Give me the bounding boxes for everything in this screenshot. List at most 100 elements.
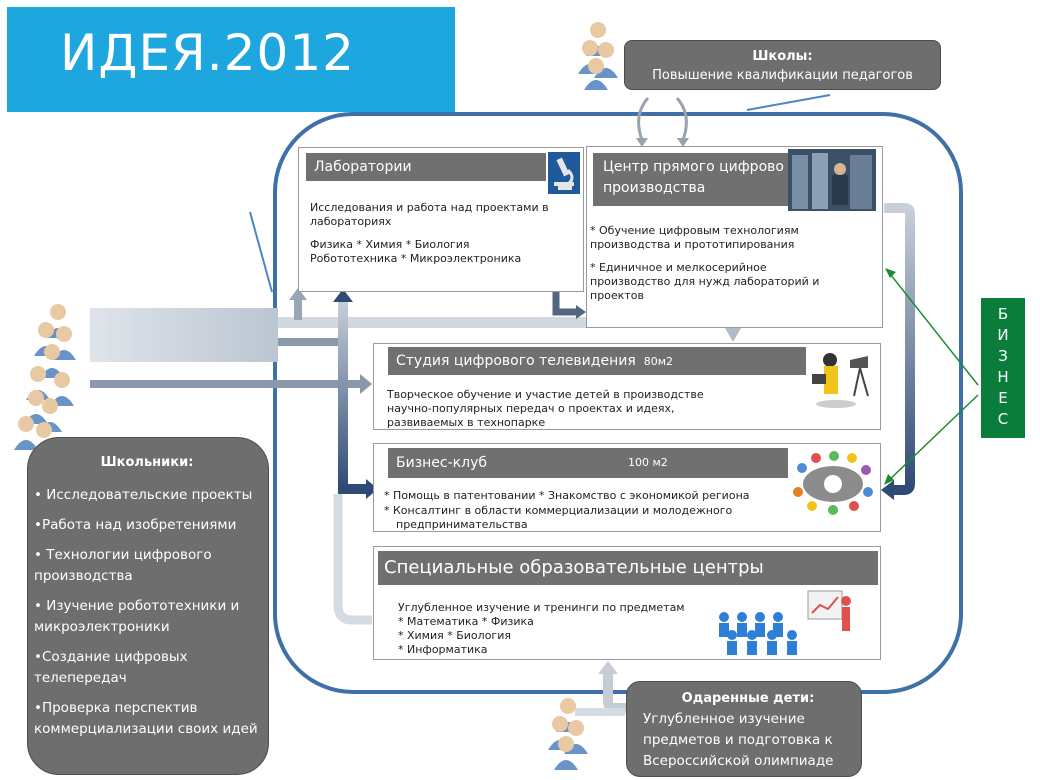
labs-box: Лаборатории Исследования и работа над пр… [298,147,584,292]
labs-subjects-line: Робототехника * Микроэлектроника [310,252,522,265]
business-letter: Н [997,368,1009,386]
club-item-line: предпринимательства [396,518,528,531]
curve-arrow-head [636,138,648,147]
students-item: •Работа над изобретениями [34,517,237,533]
business-link-head [885,268,896,278]
flow-line [338,300,348,490]
schools-callout: Школы: Повышение квалификации педагогов [624,40,941,90]
digital-production-box: Центр прямого цифрово производства * Обу… [586,146,883,328]
studio-title: Студия цифрового телевидения [396,353,636,369]
center-header-line: Центр прямого цифрово [603,159,784,175]
special-subjects-line: * Химия * Биология [398,629,511,642]
business-letter: Е [998,389,1008,407]
flow-line [884,203,915,495]
special-subjects-line: * Математика * Физика [398,615,534,628]
club-item-line: * Консалтинг в области коммерциализации … [384,504,733,517]
center-header-line: производства [603,180,706,196]
training-group-icon [712,587,858,657]
students-header: Школьники: [100,455,194,470]
flow-arrowhead [289,288,307,300]
center-item-line: производство для нужд лабораторий и [590,275,820,288]
business-letter: И [997,326,1009,344]
gifted-text-line: Всероссийской олимпиаде [643,753,834,769]
labs-desc-line: Исследования и работа над проектами в [310,201,549,214]
students-people-icon [14,304,76,456]
center-item-line: * Единичное и мелкосерийное [590,261,767,274]
center-item-line: проектов [590,289,644,302]
schools-text: Повышение квалификации педагогов [652,68,913,83]
page-title: ИДЕЯ.2012 [60,24,355,82]
gifted-callout: Одаренные дети: Углубленное изучение пре… [626,681,862,777]
students-callout: Школьники: • Исследовательские проекты •… [27,437,269,775]
flow-arrowhead [360,374,372,394]
center-item-line: производства и прототипирования [590,238,795,251]
labs-header: Лаборатории [306,153,546,181]
business-club-box: Бизнес-клуб 100 м2 * Помощь в патентовани… [373,443,881,532]
labs-subjects-line: Физика * Химия * Биология [310,238,470,251]
special-centers-box: Специальные образовательные центры Углуб… [373,546,881,660]
students-item: •Проверка перспектив коммерциализации св… [34,700,258,737]
studio-header: Студия цифрового телевидения 80м2 [388,347,808,375]
gifted-people-icon [548,698,588,770]
business-link [886,269,979,386]
business-link [885,394,979,484]
technopark-frame [273,112,963,694]
flow-line [294,298,302,320]
gifted-header: Одаренные дети: [681,691,815,706]
studio-desc-line: развиваемых в технопарке [387,416,546,429]
special-subjects-line: * Информатика [398,643,488,656]
students-item: • Исследовательские проекты [34,487,253,503]
business-letter: Б [997,305,1009,323]
business-link-head [884,474,894,485]
studio-desc-line: Творческое обучение и участие детей в пр… [387,388,704,401]
special-desc: Углубленное изучение и тренинги по предм… [398,601,685,614]
tv-studio-box: Студия цифрового телевидения 80м2 Творчес… [373,343,881,430]
decor-line [249,211,273,293]
flow-line [552,292,578,316]
curve-arrow-head [677,138,689,147]
flow-line [575,708,625,716]
flow-arrowhead [881,480,894,500]
flow-line [278,338,340,346]
center-header: Центр прямого цифрово производства [593,153,793,206]
students-item: •Создание цифровых телепередач [34,649,188,686]
center-item-line: * Обучение цифровым технологиям [590,224,799,237]
gifted-text-line: Углубленное изучение [643,711,805,727]
flow-line [338,484,368,494]
flow-line [90,380,360,388]
flow-arrowhead [725,328,741,342]
film-camera-icon [806,346,878,412]
club-title: Бизнес-клуб [396,455,487,471]
microscope-icon [548,152,580,194]
club-area: 100 м2 [628,456,668,469]
studio-area: 80м2 [643,355,674,368]
server-room-photo [788,149,876,211]
business-letter: С [997,410,1009,428]
flow-line [278,317,733,328]
students-item: • Изучение робототехники и микроэлектрон… [34,598,240,635]
flow-line [603,672,626,713]
meeting-table-icon [788,446,878,520]
students-flow-band [90,308,278,362]
curve-arrow [637,97,650,141]
schools-header: Школы: [752,49,813,64]
labs-desc-line: лабораториях [310,215,392,228]
flow-arrowhead [598,661,618,674]
studio-desc-line: научно-популярных передач о проектах и и… [387,402,675,415]
decor-line [746,94,831,111]
special-header: Специальные образовательные центры [378,551,878,585]
business-letter: З [998,347,1008,365]
flow-arrowhead [333,289,353,302]
students-item: • Технологии цифрового производства [34,547,212,584]
teachers-people-icon [578,22,618,90]
club-item-line: * Помощь в патентовании * Знакомство с э… [384,489,750,502]
title-banner [7,7,455,112]
curve-arrow [675,97,688,141]
gifted-text-line: предметов и подготовка к [643,732,833,748]
flow-arrowhead [576,305,586,319]
club-header: Бизнес-клуб 100 м2 [388,448,790,478]
flow-arrowhead [366,479,378,499]
business-label: Б И З Н Е С [981,298,1025,438]
flow-line [333,494,372,625]
